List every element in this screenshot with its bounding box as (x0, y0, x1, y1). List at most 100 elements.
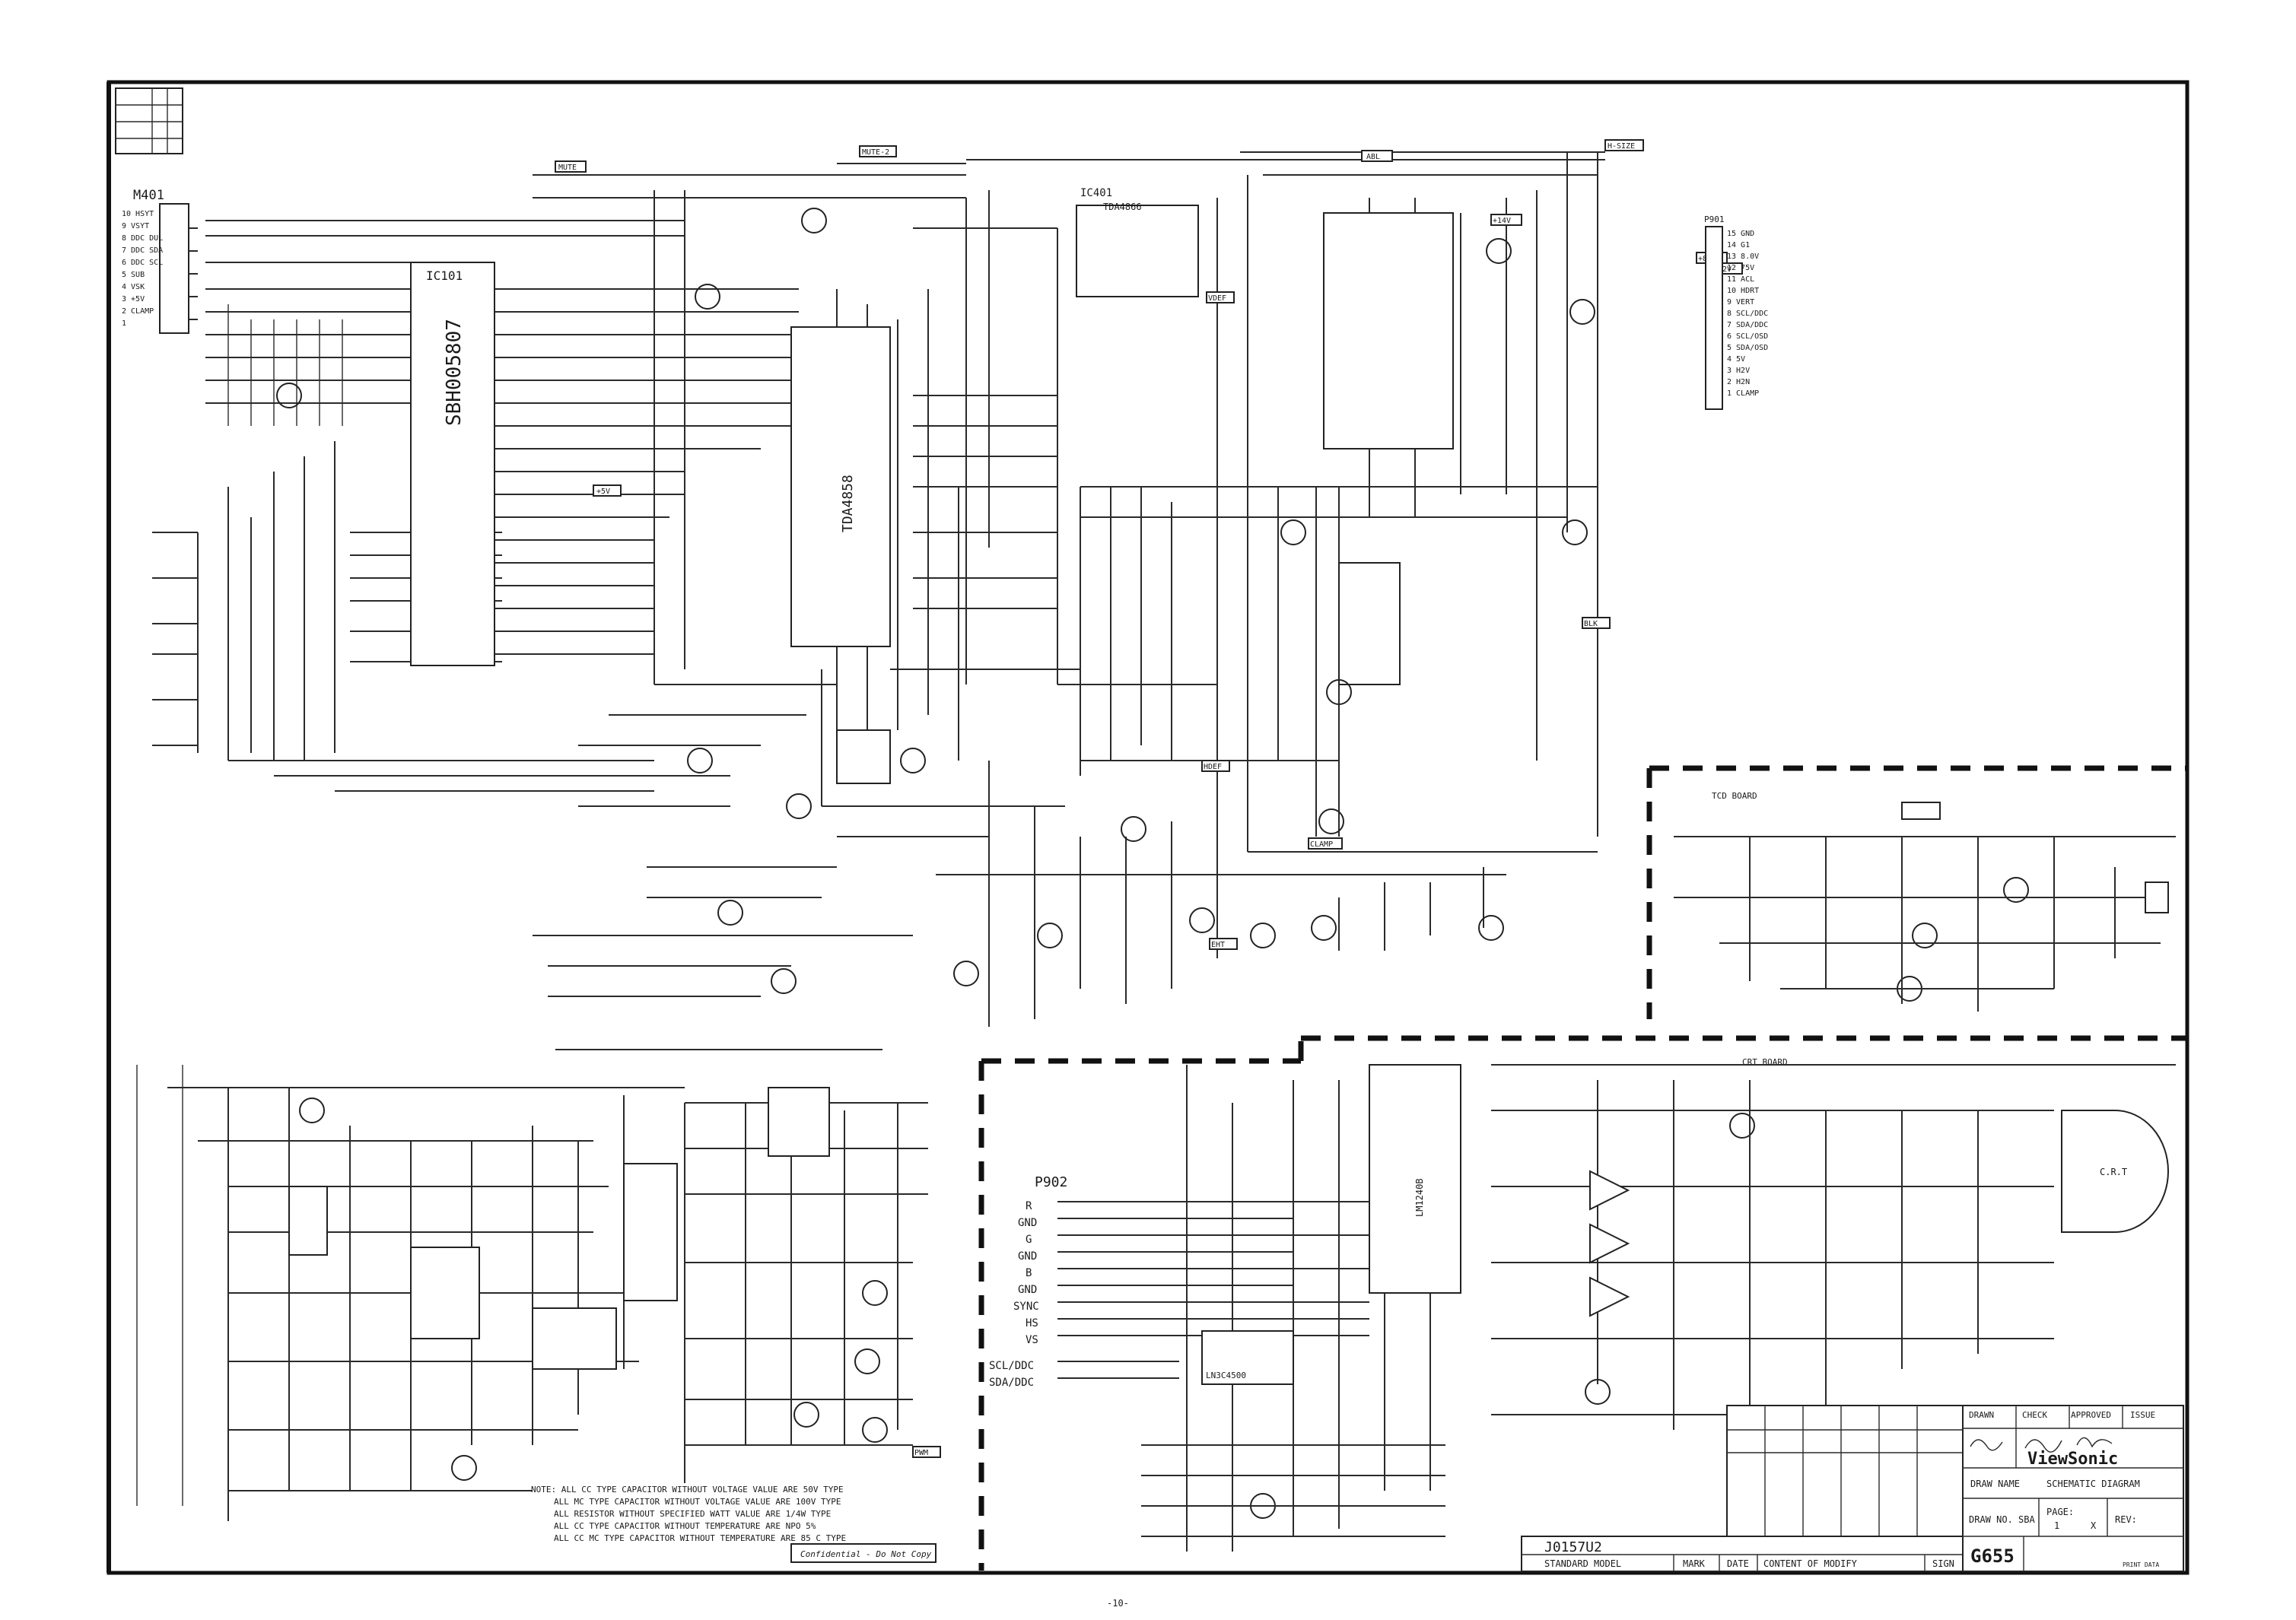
p901-pin: 8 SCL/DDC (1727, 310, 1768, 318)
p902-pin: SDA/DDC (989, 1377, 1034, 1389)
p902-pin: GND (1018, 1217, 1037, 1229)
net-tag: +14V (1493, 217, 1511, 225)
p902-pin: GND (1018, 1284, 1037, 1296)
net-tag: MUTE-2 (862, 148, 889, 157)
net-tags: MUTE MUTE-2 ABL H-SIZE +5V +14V +80V -12… (555, 139, 1743, 1458)
m401-pin: 1 (122, 319, 126, 328)
m401-title: M401 (133, 188, 164, 203)
p901-pin: 2 H2N (1727, 378, 1750, 386)
p901-pin: 9 VERT (1727, 298, 1754, 307)
p902-pin: R (1026, 1200, 1032, 1212)
net-tag: CLAMP (1310, 840, 1333, 849)
net-tag: ABL (1366, 153, 1380, 161)
tcd-board: TCD BOARD (1646, 765, 2187, 1019)
m401-pin: 4 VSK (122, 283, 145, 291)
net-tag: VDEF (1208, 294, 1226, 303)
p902-pin: VS (1026, 1334, 1038, 1346)
connector-p901: P901 15 GND 14 G1 13 8.0V 12 75V 11 ACL … (1704, 214, 1768, 410)
date-label: DATE (1727, 1558, 1749, 1569)
p901-title: P901 (1704, 214, 1725, 224)
component-blocks (288, 212, 1454, 1370)
m401-pin: 2 CLAMP (122, 307, 154, 316)
p901-pin: 14 G1 (1727, 241, 1750, 249)
tcd-board-label: TCD BOARD (1712, 791, 1757, 801)
p902-pin: GND (1018, 1250, 1037, 1263)
brand-logo: ViewSonic (2027, 1450, 2118, 1469)
page-of: X (2091, 1520, 2097, 1531)
content-label: CONTENT OF MODIFY (1763, 1558, 1858, 1569)
ic101-ref: IC101 (426, 268, 463, 283)
m401-pin: 3 +5V (122, 295, 145, 303)
net-tag: PWM (914, 1449, 928, 1457)
ic301-part: TDA4858 (840, 475, 856, 532)
draw-no-label: DRAW NO. SBA (1969, 1514, 2035, 1525)
m401-pin: 6 DDC SCL (122, 259, 163, 267)
confidential-text: Confidential - Do Not Copy (800, 1549, 932, 1559)
p901-pin: 1 CLAMP (1727, 389, 1759, 398)
issue-label: ISSUE (2130, 1410, 2155, 1420)
p901-pin: 15 GND (1727, 230, 1754, 238)
standard-model-label: STANDARD MODEL (1544, 1558, 1621, 1569)
p901-pin: 6 SCL/OSD (1727, 332, 1768, 341)
print-data-label: PRINT DATA (2123, 1561, 2159, 1568)
m401-pin: 9 VSYT (122, 222, 149, 230)
net-tag: MUTE (558, 164, 577, 172)
drawn-label: DRAWN (1969, 1410, 1994, 1420)
model-number: G655 (1970, 1545, 2015, 1567)
net-tag: BLK (1584, 620, 1598, 628)
p901-pin: 11 ACL (1727, 275, 1754, 284)
p902-title: P902 (1035, 1174, 1067, 1190)
rev-label: REV: (2115, 1514, 2137, 1525)
p902-pin: SYNC (1013, 1301, 1039, 1313)
p901-pin: 4 5V (1727, 355, 1745, 364)
note-line: NOTE: ALL CC TYPE CAPACITOR WITHOUT VOLT… (531, 1485, 844, 1495)
crt-board: CRT BOARD P902 R GND G GND B GND SYNC HS… (978, 1035, 2187, 1571)
connector-m401: M401 10 HSYT 9 VSYT 8 DDC DUL 7 DDC SDA … (122, 188, 189, 334)
m401-pin: 5 SUB (122, 271, 145, 279)
note-line: ALL CC MC TYPE CAPACITOR WITHOUT TEMPERA… (554, 1533, 846, 1543)
ic401-part: TDA4866 (1103, 202, 1142, 212)
ic101-part: SBH005807 (443, 319, 466, 426)
page-value: 1 (2054, 1520, 2059, 1531)
p901-pin: 5 SDA/OSD (1727, 344, 1768, 352)
p901-pin: 3 H2V (1727, 367, 1750, 375)
p901-pin: 13 8.0V (1727, 253, 1759, 261)
note-line: ALL RESISTOR WITHOUT SPECIFIED WATT VALU… (554, 1509, 831, 1519)
approved-label: APPROVED (2071, 1410, 2111, 1420)
p902-pin: HS (1026, 1317, 1038, 1329)
draw-name-label: DRAW NAME (1970, 1479, 2020, 1489)
page-label: PAGE: (2046, 1507, 2074, 1517)
ic301: TDA4858 (790, 326, 891, 647)
m401-pin: 7 DDC SDA (122, 246, 163, 255)
title-block: J0157U2 STANDARD MODEL MARK DATE CONTENT… (1521, 1405, 2184, 1572)
p902-pin: SCL/DDC (989, 1360, 1034, 1372)
mode-table (115, 87, 183, 154)
crt-board-label: CRT BOARD (1742, 1057, 1788, 1067)
p902-pin: G (1026, 1234, 1032, 1246)
ic401-ref: IC401 (1080, 187, 1112, 199)
m401-pin: 10 HSYT (122, 210, 154, 218)
check-label: CHECK (2022, 1410, 2047, 1420)
sign-label: SIGN (1932, 1558, 1954, 1569)
notes: NOTE: ALL CC TYPE CAPACITOR WITHOUT VOLT… (531, 1485, 846, 1543)
p902-pin: B (1026, 1267, 1032, 1279)
net-tag: EHT (1211, 941, 1225, 949)
crt-socket-label: C.R.T (2100, 1167, 2127, 1177)
note-line: ALL MC TYPE CAPACITOR WITHOUT VOLTAGE VA… (554, 1497, 841, 1507)
p901-pin: 10 HDRT (1727, 287, 1759, 295)
m401-pin: 8 DDC DUL (122, 234, 163, 243)
p901-pin: 12 75V (1727, 264, 1754, 272)
osd-ic-part: LN3C4500 (1206, 1371, 1246, 1380)
net-tag: H-SIZE (1608, 142, 1635, 151)
net-tag: +5V (596, 488, 610, 496)
doc-code: J0157U2 (1544, 1539, 1602, 1555)
mark-label: MARK (1683, 1558, 1706, 1569)
ic401: IC401 TDA4866 (1076, 187, 1199, 297)
main-board-wiring (136, 151, 1605, 1521)
confidential-stamp: Confidential - Do Not Copy (790, 1543, 937, 1563)
ic101: IC101 SBH005807 (410, 262, 495, 666)
video-ic-part: LM1240B (1414, 1178, 1425, 1217)
note-line: ALL CC TYPE CAPACITOR WITHOUT TEMPERATUR… (554, 1521, 816, 1531)
draw-name-value: SCHEMATIC DIAGRAM (2046, 1479, 2140, 1489)
